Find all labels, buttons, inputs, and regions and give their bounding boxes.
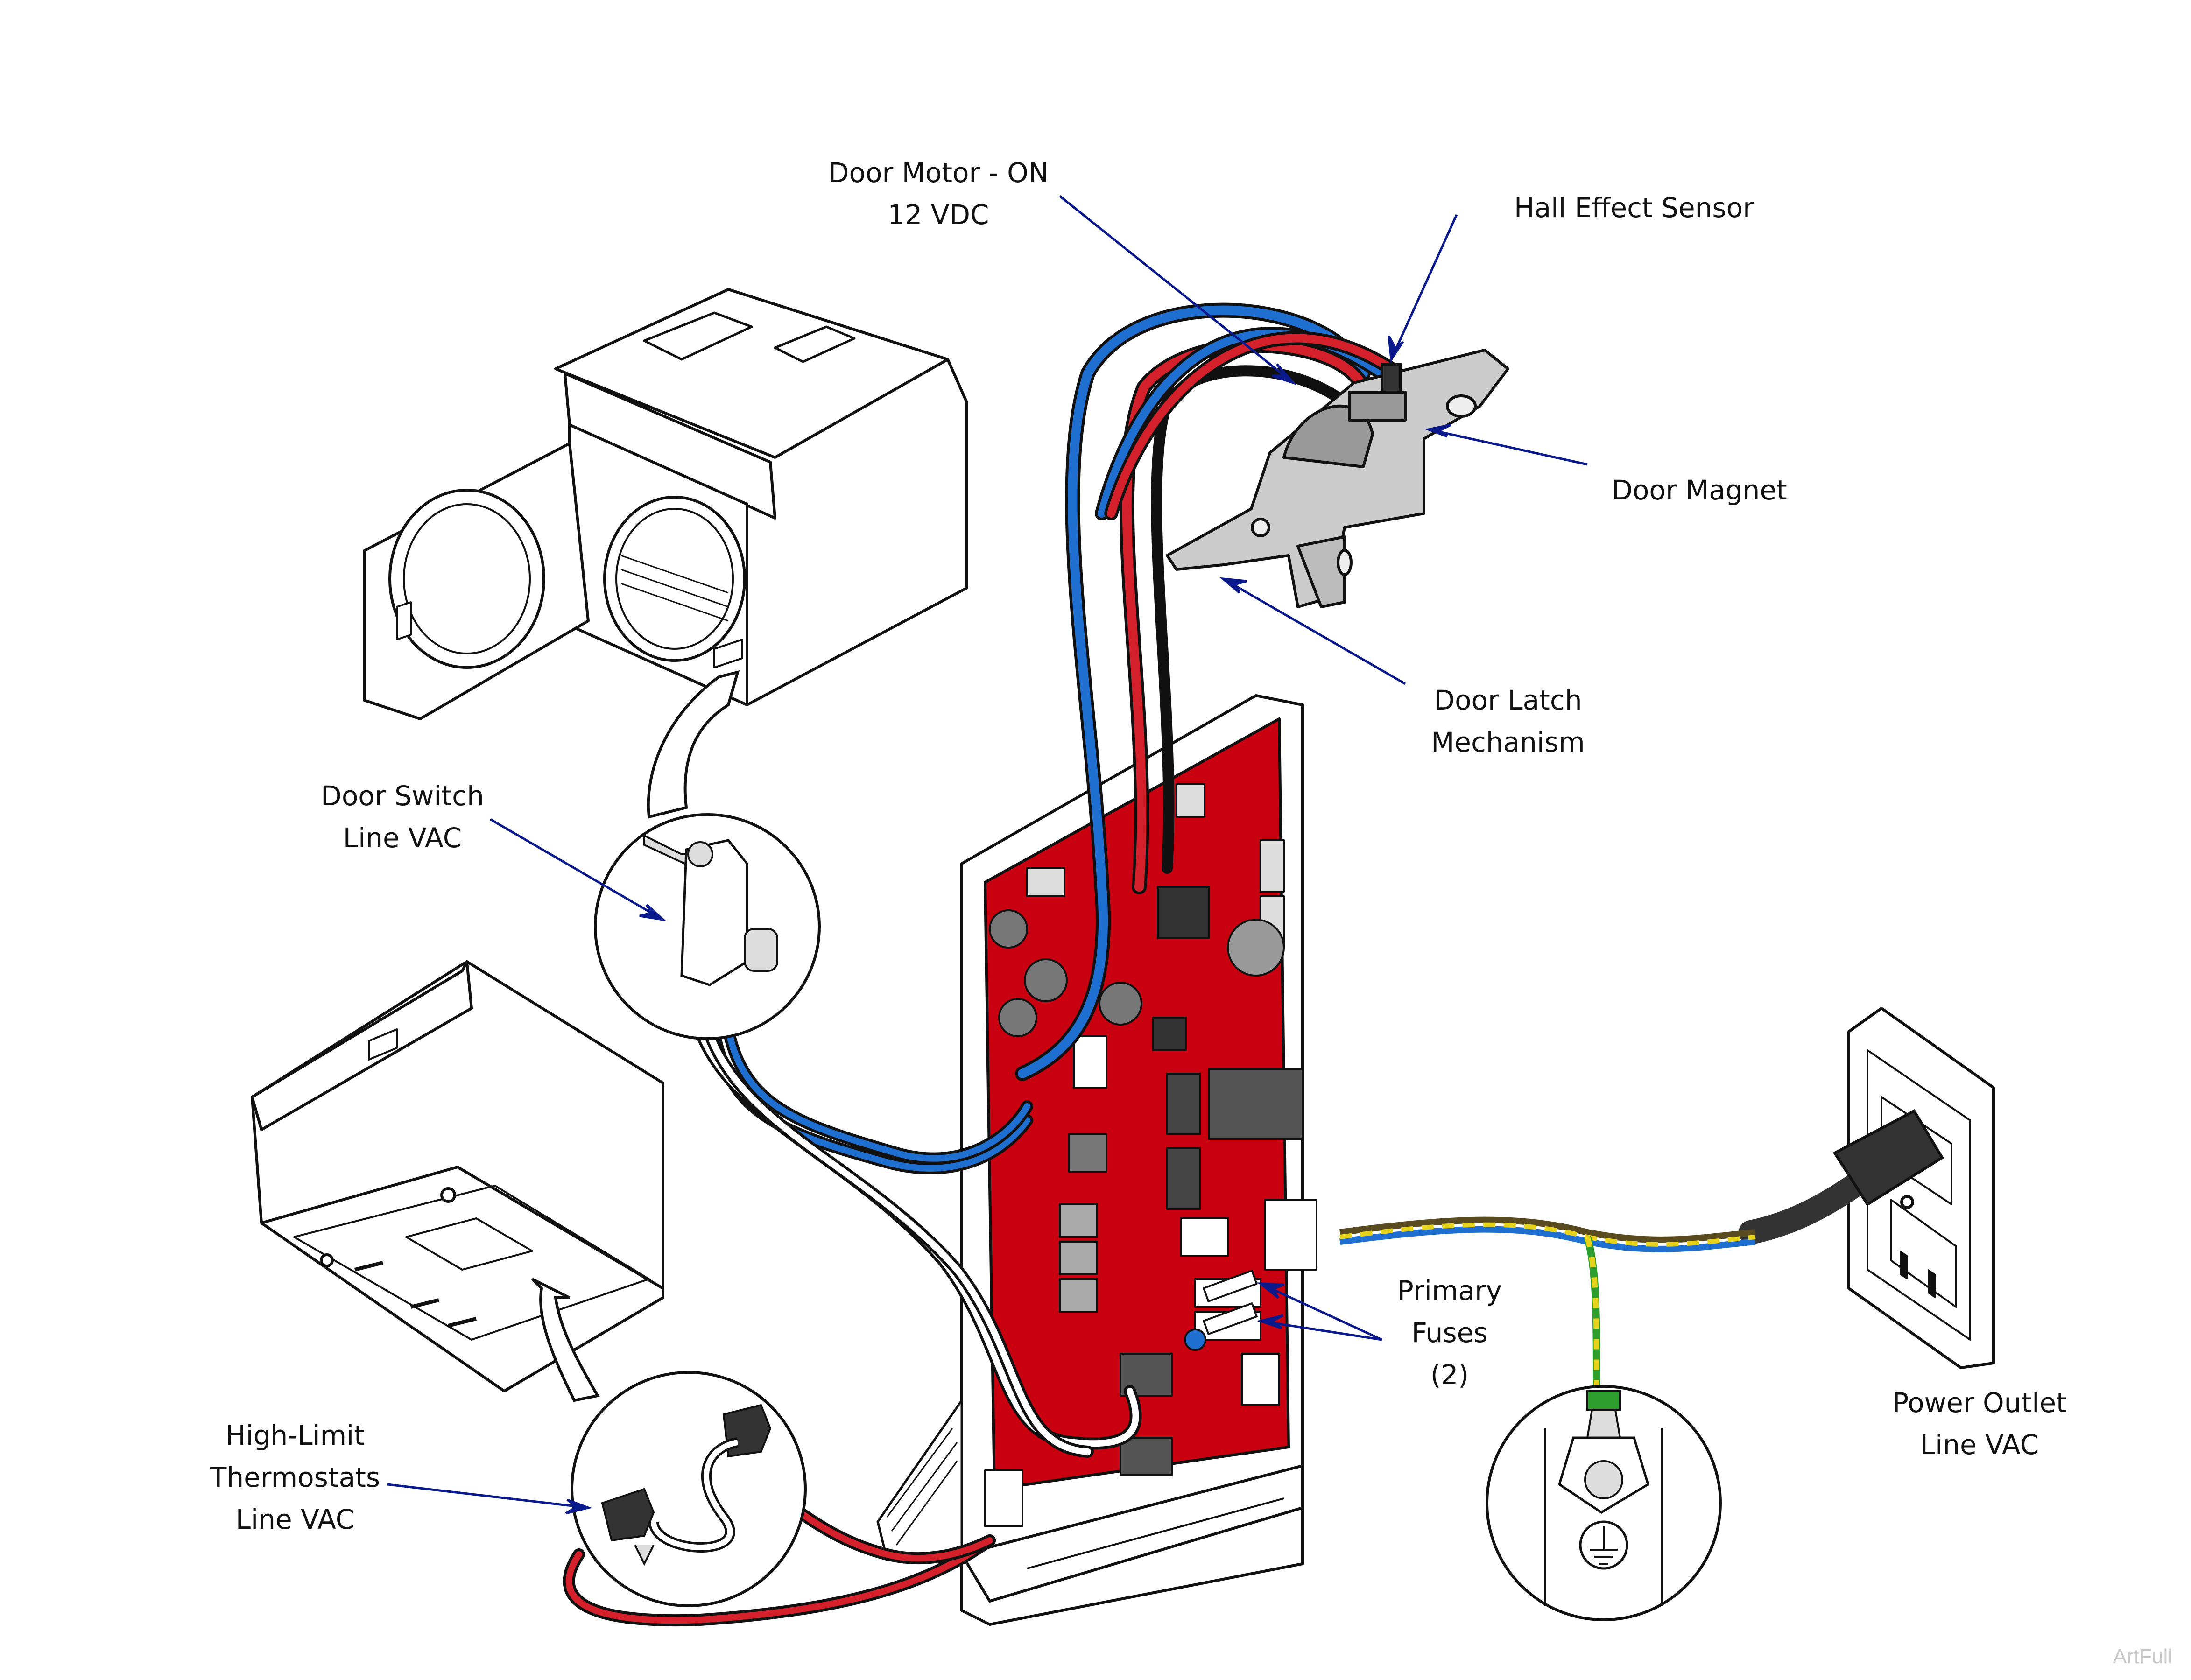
- wall-outlet: [1847, 1007, 1995, 1369]
- sterilizer-housing: [251, 960, 664, 1392]
- primary-fuses-label-line2: Fuses: [1411, 1317, 1488, 1349]
- primary-fuses-label-line1: Primary: [1397, 1275, 1502, 1307]
- door-switch-label-line2: Line VAC: [343, 822, 462, 854]
- primary-fuses-label-line3: (2): [1430, 1359, 1469, 1391]
- watermark: ArtFull: [2113, 1645, 2172, 1668]
- door-motor-label-line1: Door Motor - ON: [828, 157, 1049, 189]
- high-limit-thermostats-label: High-Limit Thermostats Line VAC: [210, 1414, 380, 1540]
- hall-effect-sensor-label: Hall Effect Sensor: [1514, 187, 1754, 229]
- door-switch-callout: [594, 670, 821, 1040]
- high-limit-label-line3: Line VAC: [235, 1504, 355, 1535]
- door-motor-label: Door Motor - ON 12 VDC: [828, 152, 1049, 236]
- door-switch-label: Door Switch Line VAC: [321, 775, 484, 859]
- hall-effect-sensor-label-line1: Hall Effect Sensor: [1514, 192, 1754, 224]
- primary-fuses-label: Primary Fuses (2): [1397, 1270, 1502, 1396]
- leader-lines: [387, 195, 1588, 1515]
- door-latch-label: Door Latch Mechanism: [1431, 679, 1585, 763]
- power-cord: [1339, 1109, 1944, 1401]
- switch-harness: [563, 984, 1142, 1627]
- ground-callout: [1486, 1385, 1722, 1621]
- autoclave-unit: [363, 288, 968, 720]
- power-outlet-label-line2: Line VAC: [1920, 1429, 2039, 1461]
- power-outlet-label-line1: Power Outlet: [1892, 1387, 2067, 1419]
- door-magnet-label-line1: Door Magnet: [1612, 474, 1787, 506]
- high-limit-label-line1: High-Limit: [225, 1420, 365, 1451]
- door-latch-mechanism: [1166, 349, 1509, 608]
- door-latch-label-line2: Mechanism: [1431, 726, 1585, 758]
- control-board: [876, 694, 1317, 1626]
- door-magnet-label: Door Magnet: [1612, 469, 1787, 511]
- high-limit-label-line2: Thermostats: [210, 1462, 380, 1493]
- door-latch-label-line1: Door Latch: [1434, 684, 1582, 716]
- thermostat-callout: [531, 1278, 807, 1607]
- door-motor-label-line2: 12 VDC: [888, 199, 989, 231]
- door-switch-label-line1: Door Switch: [321, 780, 484, 812]
- power-outlet-label: Power Outlet Line VAC: [1892, 1382, 2067, 1466]
